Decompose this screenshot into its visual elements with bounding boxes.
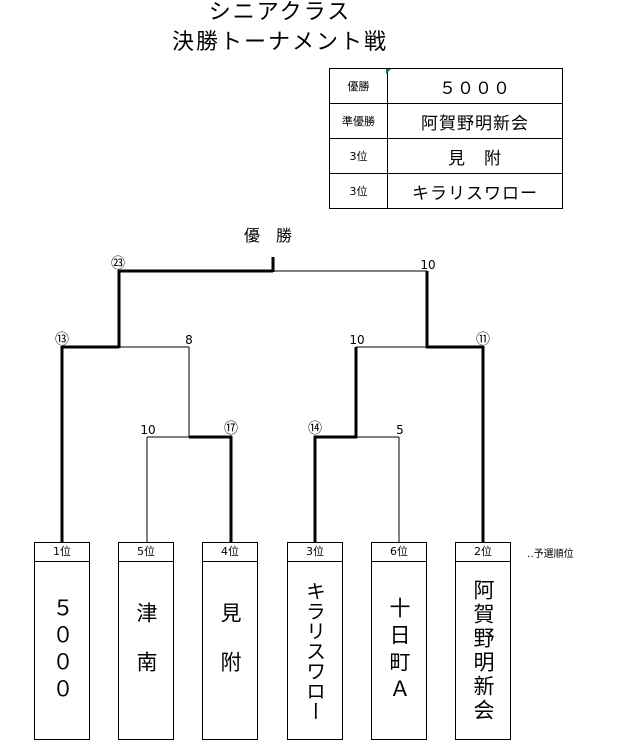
match-number-17: ⑰ [224,421,238,437]
result-team: 見 附 [387,138,563,174]
champion-label: 優 勝 [244,226,292,245]
team-name: 見附 [218,602,242,700]
match-number-23: ㉓ [111,256,125,272]
match-number-11: ⑪ [476,332,490,348]
result-rank: 準優勝 [329,103,388,139]
bracket-thin-lines [119,270,427,542]
team-seed-rank: 6位 [372,543,426,562]
results-table: 優勝 ５０００ 準優勝 阿賀野明新会 3位 見 附 3位 キラリスワロー [329,68,563,209]
result-row: 3位 見 附 [329,138,563,174]
team-name: 阿賀野明新会 [471,579,495,723]
seed-ranking-note: ‥予選順位 [527,549,574,560]
score-qf-left-left: 10 [140,423,155,437]
team-seed-rank: 5位 [119,543,173,562]
team-box: 6位 十日町Ａ [371,542,427,740]
team-seed-rank: 2位 [456,543,510,562]
team-box: 5位 津南 [118,542,174,740]
score-semi-right-left: 10 [349,333,364,347]
cell-comment-marker [386,69,391,74]
score-qf-right-right: 5 [396,423,404,437]
team-seed-rank: 4位 [203,543,257,562]
team-name: キラリスワロー [302,581,327,721]
team-box: 4位 見附 [202,542,258,740]
result-row: 優勝 ５０００ [329,68,563,104]
bracket-thick-lines [60,257,485,542]
team-box: 1位 ５０００ [34,542,90,740]
result-team: キラリスワロー [387,173,563,209]
result-team: 阿賀野明新会 [387,103,563,139]
score-final-right: 10 [420,258,435,272]
score-semi-left-right: 8 [185,333,193,347]
team-box: 2位 阿賀野明新会 [455,542,511,740]
match-number-13: ⑬ [55,332,69,348]
team-name: 十日町Ａ [387,597,411,705]
team-seed-rank: 1位 [35,543,89,562]
team-name: 津南 [134,602,158,700]
team-name: ５０００ [50,597,74,705]
result-rank: 3位 [329,173,388,209]
result-row: 準優勝 阿賀野明新会 [329,103,563,139]
team-box: 3位 キラリスワロー [287,542,343,740]
match-number-14: ⑭ [308,421,322,437]
result-rank: 優勝 [329,68,388,104]
title-class: シニアクラス [208,0,352,25]
title-tournament: 決勝トーナメント戦 [171,30,388,55]
result-row: 3位 キラリスワロー [329,173,563,209]
team-seed-rank: 3位 [288,543,342,562]
